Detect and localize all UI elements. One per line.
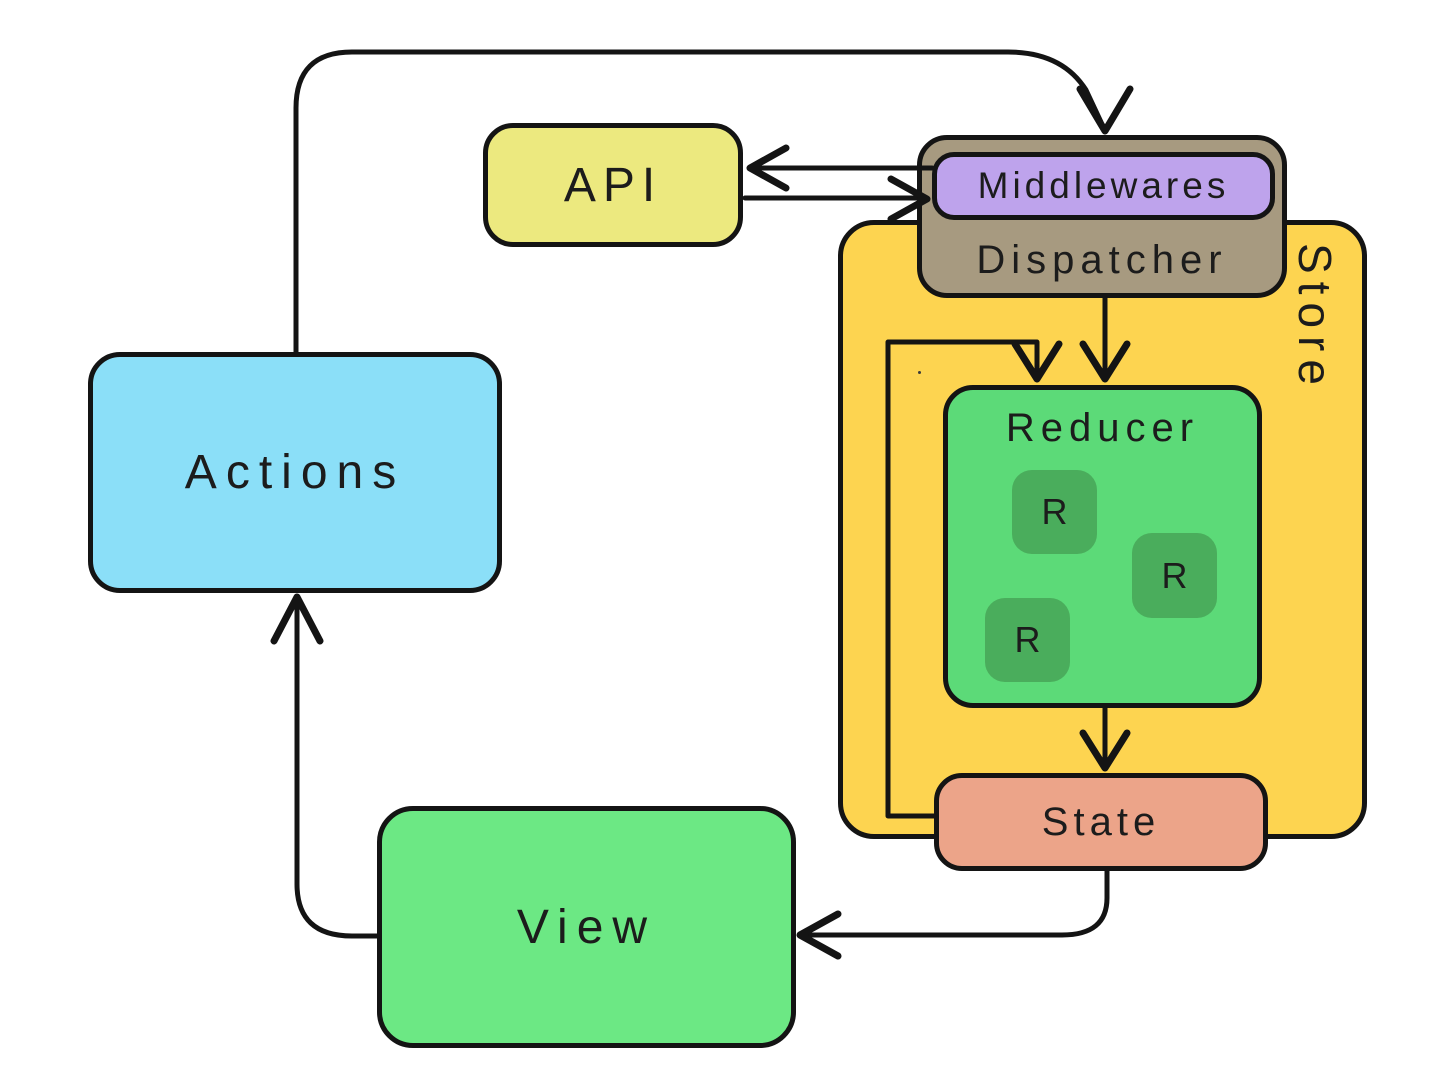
arrowhead-into-dispatcher: [1076, 85, 1134, 135]
reducer-r-label: R: [1041, 491, 1068, 532]
state-box: State: [934, 773, 1268, 871]
middlewares-label: Middlewares: [977, 165, 1230, 206]
reducer-label: Reducer: [1005, 406, 1200, 450]
reducer-r-label: R: [1014, 619, 1041, 660]
reducer-r-block: R: [1012, 470, 1097, 554]
arrowhead-into-view: [796, 910, 842, 960]
actions-box: Actions: [88, 352, 502, 593]
view-label: View: [516, 900, 657, 954]
api-box: API: [483, 123, 743, 247]
dispatcher-label: Dispatcher: [976, 238, 1228, 282]
actions-label: Actions: [184, 446, 406, 499]
store-label: Store: [1289, 243, 1341, 393]
arrowhead-into-actions: [270, 593, 324, 645]
edge-state-to-view: [803, 868, 1110, 938]
arrowhead-into-api: [746, 144, 790, 192]
api-label: API: [563, 158, 663, 212]
state-label: State: [1041, 799, 1161, 844]
edge-view-to-actions: [294, 601, 380, 939]
view-box: View: [377, 806, 796, 1048]
reducer-r-block: R: [985, 598, 1070, 682]
middlewares-box: Middlewares: [932, 152, 1275, 220]
stray-dot: [918, 371, 921, 374]
reducer-r-block: R: [1132, 533, 1217, 618]
reducer-r-label: R: [1161, 554, 1188, 596]
